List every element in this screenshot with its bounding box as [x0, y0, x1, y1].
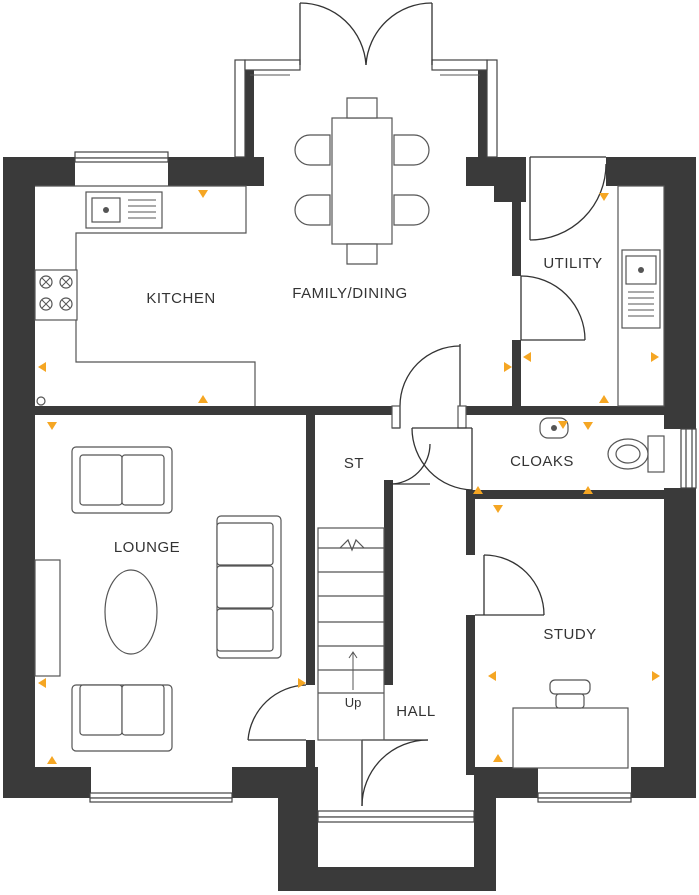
room-label-st: ST [344, 455, 364, 472]
room-label-cloaks: CLOAKS [510, 453, 574, 470]
utility-fittings [520, 156, 665, 407]
socket-marker-icon [523, 352, 531, 362]
room-label-lounge: LOUNGE [114, 539, 180, 556]
socket-marker-icon [558, 421, 568, 429]
room-label-study: STUDY [543, 626, 596, 643]
socket-marker-icon [473, 486, 483, 494]
socket-marker-icon [198, 190, 208, 198]
socket-marker-icon [198, 395, 208, 403]
socket-marker-icon [504, 362, 512, 372]
interior-doors[interactable] [247, 344, 545, 807]
lounge-furniture [34, 446, 282, 752]
socket-marker-icon [583, 486, 593, 494]
socket-marker-icon [38, 678, 46, 688]
staircase [317, 527, 385, 741]
hob-icon [34, 269, 78, 321]
socket-marker-icon [47, 756, 57, 764]
stairs-up-label: Up [345, 695, 362, 710]
socket-marker-icon [488, 671, 496, 681]
dining-table [294, 97, 430, 265]
socket-marker-icon [652, 671, 660, 681]
socket-marker-icon [38, 362, 46, 372]
room-label-hall: HALL [396, 703, 436, 720]
exterior-walls [3, 157, 696, 891]
socket-marker-icon [493, 505, 503, 513]
interior-walls [35, 60, 664, 775]
socket-marker-icon [47, 422, 57, 430]
windows [74, 59, 697, 823]
kitchen-worktop [34, 185, 256, 406]
arrow-up-icon [348, 651, 358, 690]
socket-marker-icon [651, 352, 659, 362]
socket-marker-icon [583, 422, 593, 430]
socket-marker-icon [298, 678, 306, 688]
toilet-icon [607, 435, 665, 473]
study-desk [512, 679, 629, 769]
socket-marker-icon [599, 395, 609, 403]
socket-markers [38, 190, 660, 764]
room-label-kitchen: KITCHEN [146, 290, 215, 307]
room-label-family-dining: FAMILY/DINING [292, 285, 407, 302]
room-label-utility: UTILITY [543, 255, 602, 272]
socket-marker-icon [493, 754, 503, 762]
french-doors[interactable] [299, 2, 433, 66]
socket-marker-icon [599, 193, 609, 201]
